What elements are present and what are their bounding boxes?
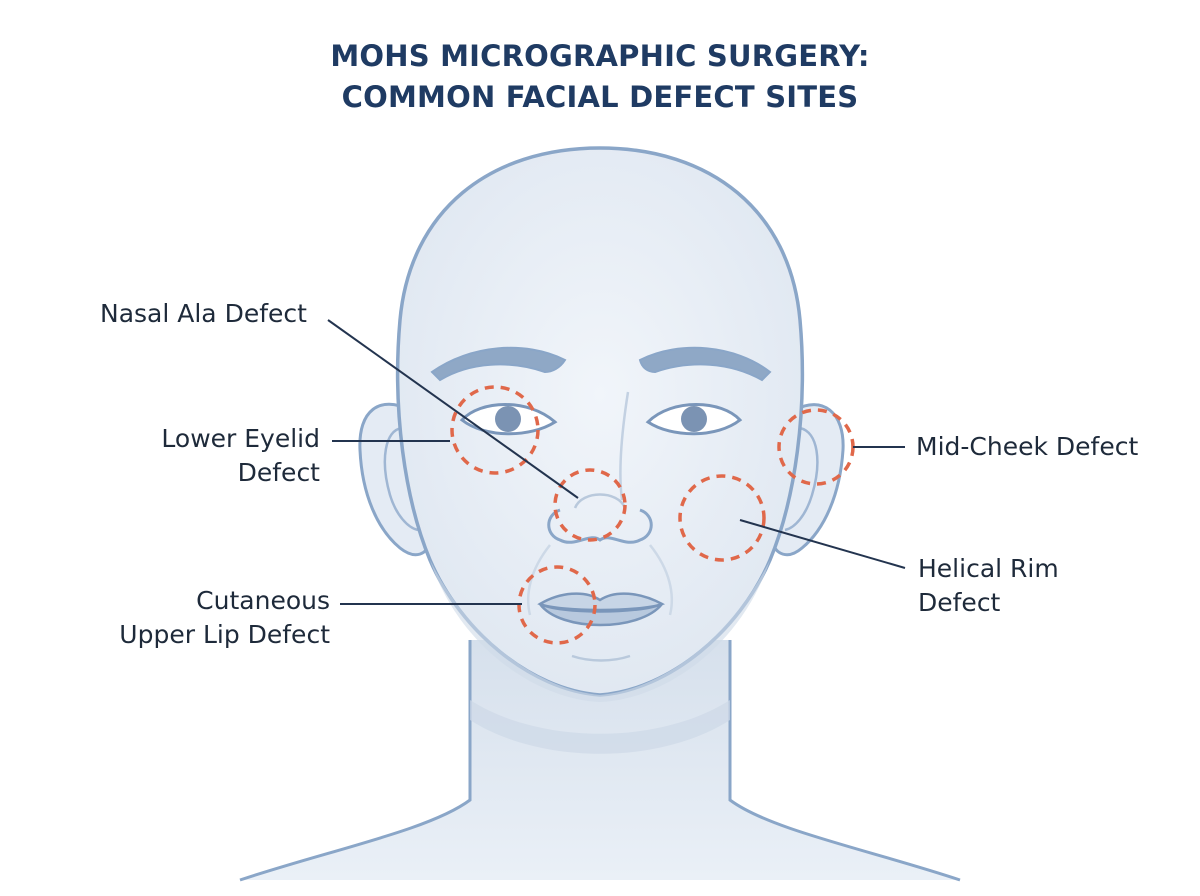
neck-shadow [470, 700, 730, 754]
nasal-ala-defect-marker [553, 468, 627, 542]
right-nasolabial [649, 544, 674, 616]
neck-left-edge [239, 640, 472, 882]
right-eyebrow [638, 346, 772, 382]
cutaneous-upper-lip-label: Cutaneous Upper Lip Defect [60, 584, 330, 652]
left-ear-inner [383, 426, 419, 532]
nasal-ala-label-text: Nasal Ala Defect [100, 299, 307, 328]
nasal-ala-leader-line [327, 319, 579, 499]
lower-eyelid-label: Lower Eyelid Defect [120, 422, 320, 490]
jaw-shading [430, 560, 770, 702]
helical-rim-label: Helical Rim Defect [918, 552, 1059, 620]
nose-tip [573, 493, 627, 509]
nose-base [547, 508, 653, 544]
helical-rim-label-line-1: Helical Rim [918, 554, 1059, 583]
mid-cheek-label-text: Mid-Cheek Defect [916, 432, 1139, 461]
nasal-ala-label: Nasal Ala Defect [100, 297, 307, 331]
title-line-1: MOHS MICROGRAPHIC SURGERY: [330, 39, 870, 73]
title-line-2: COMMON FACIAL DEFECT SITES [341, 80, 859, 114]
chin-crease [571, 654, 631, 662]
cutaneous-upper-lip-label-line-1: Cutaneous [196, 586, 330, 615]
cheek-defect-marker [678, 474, 766, 562]
helical-rim-leader-line [739, 519, 906, 569]
lower-lip [538, 602, 663, 627]
lower-eyelid-label-line-2: Defect [237, 458, 320, 487]
diagram-title: MOHS MICROGRAPHIC SURGERY: COMMON FACIAL… [0, 36, 1200, 118]
left-iris [495, 406, 521, 432]
helical-rim-label-line-2: Defect [918, 588, 1001, 617]
right-ear-inner [784, 426, 819, 532]
left-eyebrow [430, 346, 567, 382]
lower-eyelid-label-line-1: Lower Eyelid [161, 424, 320, 453]
left-nasolabial [526, 544, 551, 616]
mid-cheek-label: Mid-Cheek Defect [916, 430, 1138, 464]
lower-eyelid-defect-marker [450, 385, 540, 475]
neck-shape [240, 640, 960, 880]
right-iris [681, 406, 707, 432]
cutaneous-upper-lip-label-line-2: Upper Lip Defect [119, 620, 330, 649]
neck-right-edge [728, 640, 961, 882]
nose-bridge [619, 391, 630, 501]
upper-lip [537, 592, 666, 612]
